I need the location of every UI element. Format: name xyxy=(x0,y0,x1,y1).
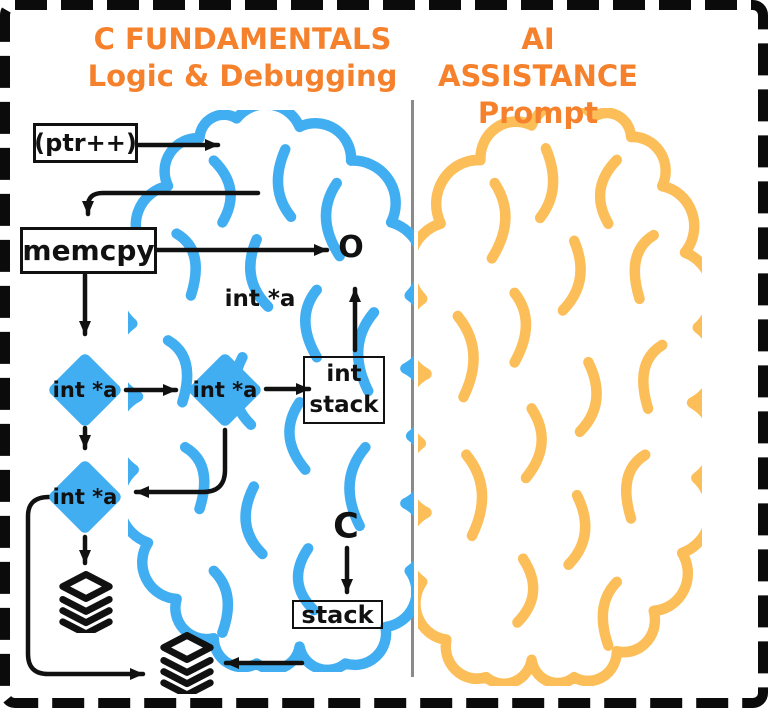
diamond2-label: int *a xyxy=(192,378,258,402)
stack-layers-icon xyxy=(59,571,113,633)
diamond1-label: int *a xyxy=(52,378,118,402)
c-label: C xyxy=(333,506,359,547)
int-stack-box-line1: int xyxy=(326,361,362,387)
divider-line xyxy=(411,100,414,677)
arrow-d2-to-d3 xyxy=(133,427,228,498)
arrow-brain-to-memcpy xyxy=(82,190,261,217)
right-title: AI ASSISTANCE Prompt xyxy=(420,21,656,132)
arrow-d3-to-stack2 xyxy=(25,494,146,680)
left-title-line1: C FUNDAMENTALS xyxy=(93,22,392,56)
diamond3-label: int *a xyxy=(52,485,118,509)
left-brain-illustration xyxy=(128,110,414,672)
ptr-increment-box: (ptr++) xyxy=(33,123,138,163)
right-title-line2: Prompt xyxy=(477,96,599,130)
stack-layers-icon xyxy=(160,632,214,694)
stack-box: stack xyxy=(292,600,383,629)
memcpy-box: memcpy xyxy=(20,227,157,274)
pointer-type-label: int *a xyxy=(224,286,296,312)
int-stack-box: int stack xyxy=(303,356,385,424)
int-stack-box-line2: stack xyxy=(309,392,379,418)
left-title-line2: Logic & Debugging xyxy=(87,59,398,93)
left-title: C FUNDAMENTALS Logic & Debugging xyxy=(70,21,415,95)
output-o-label: O xyxy=(338,230,364,265)
right-title-line1: AI ASSISTANCE xyxy=(438,22,638,93)
right-brain-illustration xyxy=(418,108,702,686)
